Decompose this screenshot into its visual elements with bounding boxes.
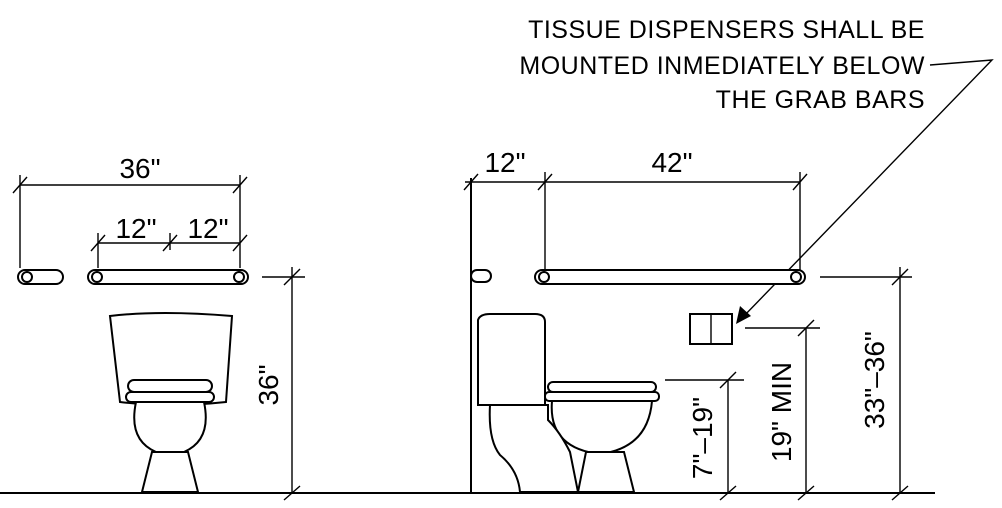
tick	[797, 485, 815, 501]
toilet-seat-lid	[127, 379, 213, 393]
tick	[283, 485, 301, 501]
grab-bar-flange	[790, 271, 802, 283]
front-view: 36" 12" 12" 36"	[12, 153, 305, 501]
tick	[792, 173, 808, 191]
leader-arrowhead	[736, 306, 751, 324]
front-width-label: 36"	[119, 153, 160, 184]
grab-bar-flange	[21, 271, 33, 283]
tissue-dispenser-note: TISSUE DISPENSERS SHALL BE MOUNTED INMED…	[519, 16, 994, 324]
rear-grab-bar-end	[17, 269, 64, 285]
tick	[232, 234, 248, 252]
tick	[463, 173, 479, 191]
tick	[891, 268, 909, 286]
dispenser-height-label: 19" MIN	[766, 362, 797, 462]
side-wall-offset-label: 12"	[484, 147, 525, 178]
toilet-pedestal-front	[140, 451, 200, 493]
leader-line	[741, 59, 994, 319]
grab-height-range-label: 33"–36"	[859, 331, 890, 429]
toilet-seat-side	[544, 391, 660, 402]
tick	[537, 173, 553, 191]
note-line-1: TISSUE DISPENSERS SHALL BE	[528, 16, 925, 44]
grab-bar-flange	[538, 271, 550, 283]
side-grab-length-label: 42"	[651, 147, 692, 178]
note-line-3: THE GRAB BARS	[716, 86, 925, 114]
grab-bar-flange	[91, 271, 103, 283]
side-view: 12" 42" 7"–19" 19" MIN	[463, 147, 912, 501]
side-grab-bar	[534, 269, 806, 285]
toilet-pedestal-side	[576, 451, 636, 493]
tick	[232, 176, 248, 194]
tick	[283, 268, 301, 286]
tick	[891, 485, 909, 501]
rear-grab-bar-end	[470, 269, 492, 283]
seat-height-label: 7"–19"	[687, 397, 718, 479]
toilet-bowl-front	[133, 401, 207, 453]
grab-bar-flange	[233, 271, 245, 283]
tick	[719, 485, 737, 501]
toilet-base-side	[488, 404, 580, 493]
toilet-tank-side	[477, 313, 546, 406]
tick	[12, 176, 28, 194]
toilet-seat-lid-side	[547, 381, 657, 393]
front-grab-right-label: 12"	[187, 213, 228, 244]
front-grab-left-label: 12"	[115, 213, 156, 244]
side-grab-bar	[87, 269, 249, 285]
tick	[162, 234, 178, 252]
front-grab-height-label: 36"	[253, 364, 284, 405]
tick	[719, 371, 737, 389]
tick	[90, 234, 106, 252]
tick	[797, 319, 815, 337]
note-line-2: MOUNTED INMEDIATELY BELOW	[519, 52, 925, 80]
toilet-seat	[125, 391, 215, 403]
